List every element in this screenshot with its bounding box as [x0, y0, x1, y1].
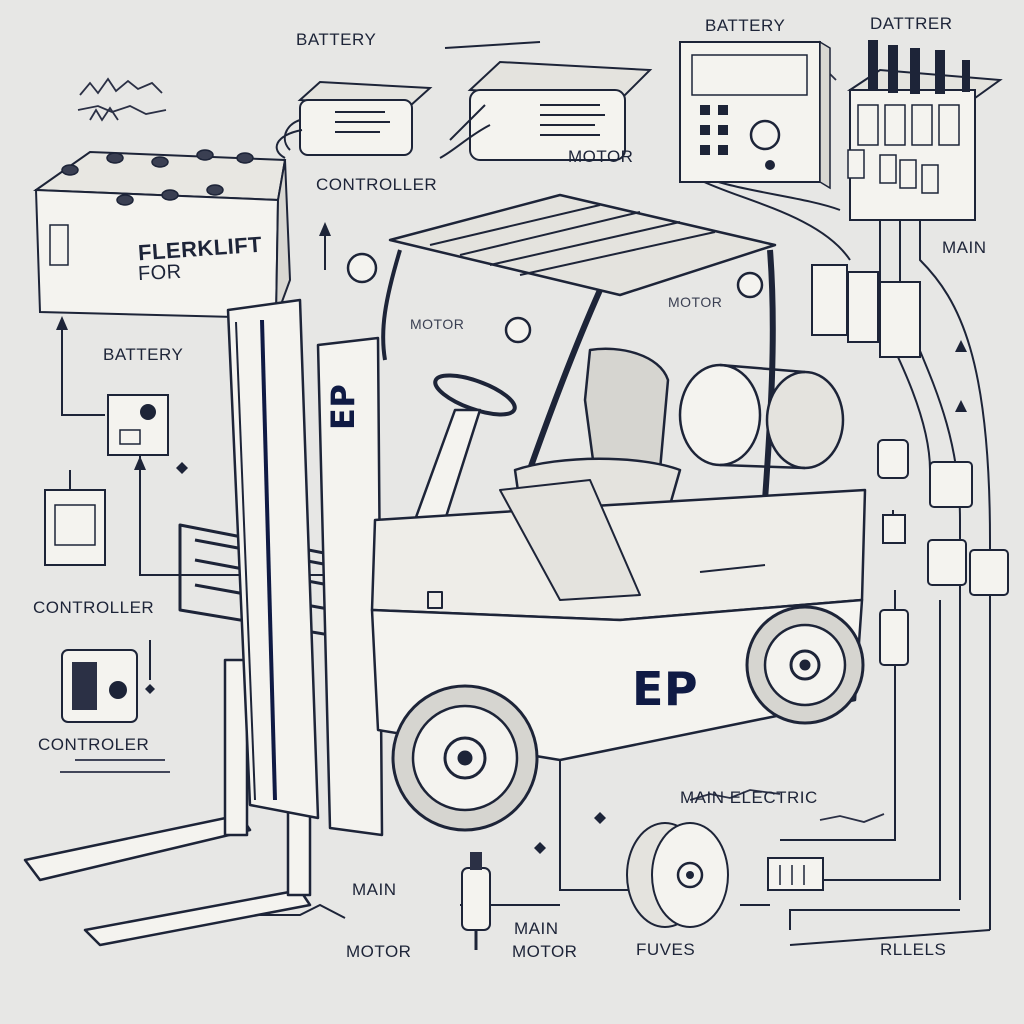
- scribbles: [60, 70, 885, 823]
- arrows: [56, 222, 967, 854]
- label-main-bottom: MAIN: [352, 880, 397, 899]
- controller-module-top: [275, 80, 433, 159]
- label-dattrer: DATTRER: [870, 14, 953, 33]
- relay-left-mid: [44, 489, 106, 566]
- label-fuves: FUVES: [636, 940, 696, 959]
- label-controller-left: CONTROLLER: [33, 598, 155, 617]
- label-battery-top: BATTERY: [296, 30, 377, 49]
- controller-left-box: [61, 649, 138, 723]
- label-rllels: RLLELS: [880, 940, 947, 959]
- mast-brand-logo: EP: [324, 383, 362, 430]
- battery-plate-line2: FOR: [137, 260, 183, 286]
- label-battery-left: BATTERY: [103, 345, 184, 364]
- label-battery-top-right: BATTERY: [705, 16, 786, 35]
- label-motor-cab: MOTOR: [410, 316, 465, 332]
- relay-cluster-right: [811, 264, 1009, 666]
- relay-box-top-right: [846, 40, 1003, 221]
- label-controler-left: CONTROLER: [38, 735, 150, 754]
- motor-drum-bottom: [626, 822, 729, 928]
- connector-bottom-right: [767, 857, 824, 891]
- relay-left-upper: [107, 394, 169, 456]
- label-main-motor-bottom: MAIN: [514, 919, 559, 938]
- motor-module-top: [439, 60, 653, 161]
- body-brand-logo: EP: [632, 662, 699, 716]
- label-motor-bottom-left: MOTOR: [346, 942, 412, 961]
- label-main-right: MAIN: [942, 238, 987, 257]
- forklift: [23, 193, 867, 947]
- fuse-bottom: [461, 852, 491, 950]
- label-motor-top: MOTOR: [568, 147, 634, 166]
- label-controller-top: CONTROLLER: [316, 175, 438, 194]
- control-panel-top-right: [679, 40, 831, 190]
- label-main-electric: MAIN ELECTRIC: [680, 788, 818, 807]
- label-motor-center: MOTOR: [668, 294, 723, 310]
- label-motor-bottom: MOTOR: [512, 942, 578, 961]
- battery-block-top-left: [33, 149, 292, 320]
